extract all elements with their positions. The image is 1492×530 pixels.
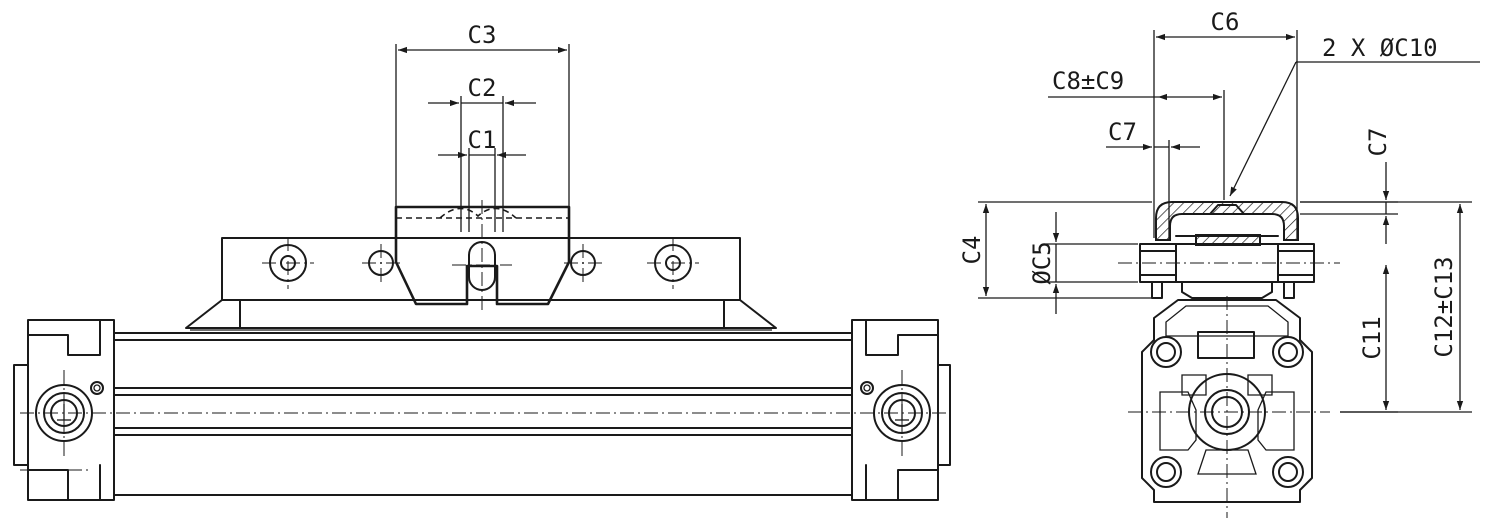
label-c3: C3 xyxy=(468,21,497,49)
label-c6: C6 xyxy=(1211,8,1240,36)
cylinder-body xyxy=(20,332,950,496)
cylinder-profile xyxy=(1128,296,1330,518)
side-clevis-bracket xyxy=(1118,201,1340,299)
label-c4: C4 xyxy=(958,236,986,265)
dimension-c10-leader: 2 X ØC10 xyxy=(1229,34,1480,197)
side-view: C6 C8±C9 C7 2 X ØC10 xyxy=(958,8,1480,518)
label-c11: C11 xyxy=(1358,316,1386,359)
label-c1: C1 xyxy=(468,126,497,154)
left-end-cap xyxy=(13,319,115,501)
dimension-c7-top: C7 xyxy=(1106,118,1200,240)
dimension-c11: C11 xyxy=(1340,265,1398,413)
label-c5: ØC5 xyxy=(1028,241,1056,284)
label-c7-top: C7 xyxy=(1108,118,1137,146)
label-c7-side: C7 xyxy=(1364,128,1392,157)
dimension-c6: C6 xyxy=(1153,8,1298,238)
dimension-c7-side: C7 xyxy=(1300,128,1398,244)
label-c2: C2 xyxy=(468,74,497,102)
front-view: C3 C2 C1 xyxy=(13,21,951,501)
dimension-c5: ØC5 xyxy=(1028,212,1138,314)
dimension-c8: C8±C9 xyxy=(1048,67,1225,200)
clevis-block xyxy=(394,200,571,312)
label-c8: C8±C9 xyxy=(1052,67,1124,95)
right-end-cap xyxy=(851,319,951,501)
dimension-c2: C2 xyxy=(428,74,536,232)
dimension-c4: C4 xyxy=(958,201,1152,299)
dimension-c12: C12±C13 xyxy=(1300,201,1472,413)
dimension-c1: C1 xyxy=(438,126,526,232)
dimension-c3: C3 xyxy=(395,21,570,206)
label-c10: 2 X ØC10 xyxy=(1322,34,1438,62)
mounting-bracket xyxy=(185,237,777,331)
label-c12: C12±C13 xyxy=(1430,256,1458,357)
